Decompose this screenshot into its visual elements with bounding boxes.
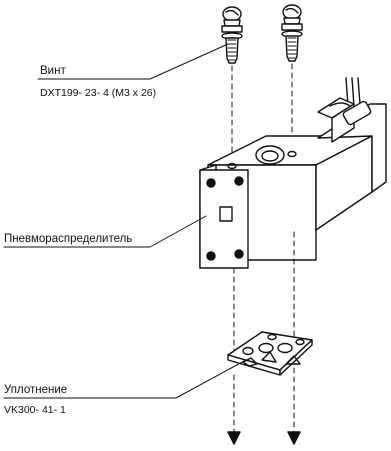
- leader-line-valve: [3, 215, 207, 248]
- mounting-screw-right: [281, 4, 303, 62]
- screw-label: Винт: [40, 65, 66, 77]
- screw-part-number: DXT199- 23- 4 (M3 x 26): [40, 87, 157, 99]
- mounting-screw-left: [221, 6, 243, 64]
- leader-line-screw: [37, 43, 229, 80]
- arrow-head-right: [287, 431, 301, 445]
- valve-label: Пневмораспределитель: [4, 233, 133, 245]
- arrow-head-left: [227, 431, 241, 445]
- gasket-label: Уплотнение: [4, 384, 68, 396]
- leader-line-gasket: [3, 359, 247, 399]
- gasket-part-number: VK300- 41- 1: [4, 404, 66, 416]
- valve-end-plate: [199, 164, 249, 269]
- gasket: [227, 331, 313, 376]
